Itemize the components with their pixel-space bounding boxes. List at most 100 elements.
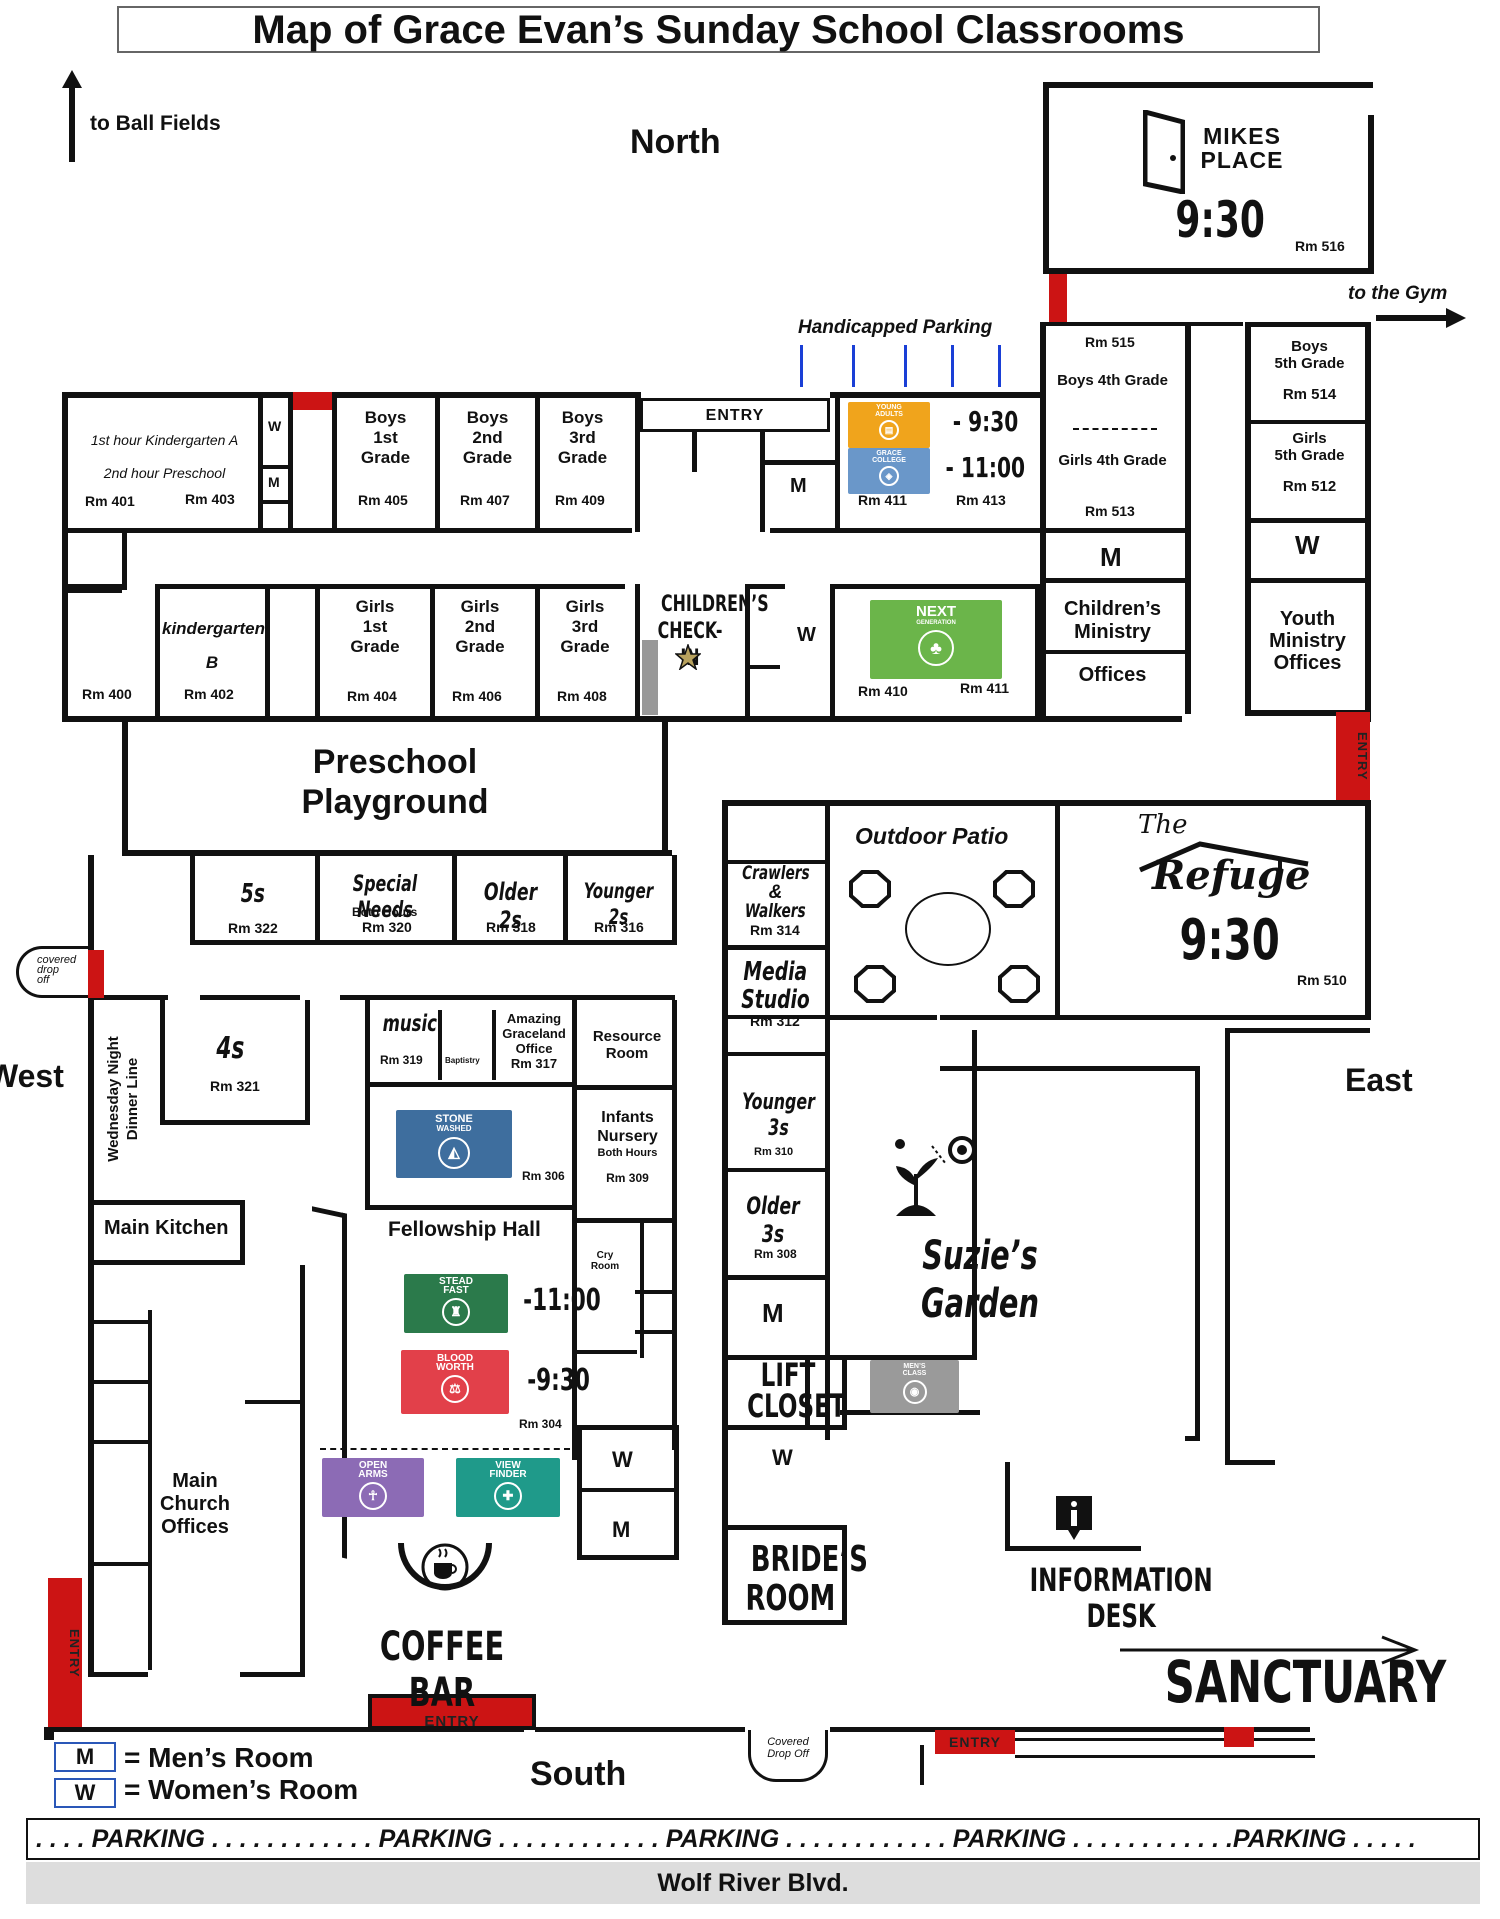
- young-adults-line2: ADULTS: [875, 411, 903, 418]
- rm-406: Rm 406: [452, 688, 502, 704]
- entry-north[interactable]: ENTRY: [705, 407, 765, 424]
- infants-line2: Nursery: [597, 1128, 658, 1145]
- room-older-2s: Older 2s: [458, 878, 563, 935]
- handicap-space-4: [951, 345, 954, 387]
- dropoff-south-line1: Covered: [767, 1736, 809, 1748]
- entry-south-east[interactable]: ENTRY: [935, 1730, 1015, 1754]
- offices-line2: Church: [160, 1493, 230, 1515]
- girls3-line2: 3rd: [571, 617, 599, 636]
- view-finder-line2: FINDER: [489, 1469, 527, 1480]
- next-generation-icon: ♣: [918, 630, 954, 666]
- view-finder-icon: ✚: [494, 1482, 522, 1510]
- older3s-name: Older 3s: [746, 1192, 800, 1248]
- girls1-line2: 1st: [362, 617, 388, 636]
- blood-worth-line2: WORTH: [436, 1362, 474, 1373]
- resource-line1: Resource: [592, 1028, 662, 1045]
- room-4s: 4s: [190, 1032, 270, 1066]
- entry-southwest[interactable]: ENTRY: [48, 1578, 82, 1728]
- fives-name: 5s: [240, 879, 265, 909]
- coffee-bar-text: COFFEE BAR: [379, 1624, 505, 1716]
- boys-3rd-grade: Boys 3rd Grade: [535, 408, 630, 468]
- room-5s: 5s: [195, 878, 310, 909]
- west-label: West: [0, 1058, 64, 1094]
- blood-worth-icon: ⚖: [441, 1375, 469, 1403]
- graceland-line2: Graceland: [502, 1026, 566, 1041]
- view-finder-badge: VIEW FINDER ✚: [456, 1458, 560, 1517]
- rm-306: Rm 306: [522, 1169, 565, 1183]
- girls5-line2: 5th Grade: [1274, 447, 1345, 464]
- rm-309: Rm 309: [606, 1171, 649, 1185]
- next-gen-line2: GENERATION: [916, 620, 956, 626]
- rm-319: Rm 319: [380, 1053, 423, 1067]
- divider-4th: [1073, 428, 1157, 430]
- restroom-w-512: W: [1295, 530, 1320, 560]
- patio-table-se-icon: [998, 965, 1040, 1003]
- legend-men-text: = Men’s Room: [124, 1742, 314, 1773]
- refuge-line2: Refuge: [1152, 852, 1311, 899]
- media-line1: Media: [743, 957, 808, 987]
- view-finder-line1: VIEW: [495, 1460, 521, 1471]
- sanctuary: SANCTUARY: [1110, 1650, 1447, 1715]
- handicap-space-3: [904, 345, 907, 387]
- rm-409: Rm 409: [555, 492, 605, 508]
- steadfast-icon: ♜: [442, 1298, 470, 1326]
- rm-312: Rm 312: [750, 1013, 800, 1029]
- boys3-line2: 3rd: [569, 428, 596, 447]
- grace-college-badge: GRACE COLLEGE ◈: [848, 448, 930, 494]
- main-kitchen: Main Kitchen: [104, 1217, 229, 1239]
- refuge-time-text: 9:30: [1179, 908, 1280, 973]
- suzies-garden-text: Suzie’s Garden: [921, 1233, 1039, 1327]
- kindergarten-a: 1st hour Kindergarten A 2nd hour Prescho…: [72, 424, 257, 490]
- suzies-garden: Suzie’s Garden: [860, 1232, 1100, 1328]
- girls1-line1: Girls: [355, 597, 395, 616]
- open-arms-badge: OPEN ARMS ☥: [322, 1458, 424, 1517]
- sanctuary-text: SANCTUARY: [1164, 1648, 1447, 1716]
- girls5-room: Rm 512: [1282, 478, 1337, 495]
- cry-room-line2: Room: [590, 1261, 620, 1272]
- rm-413: Rm 413: [956, 492, 1006, 508]
- crawlers-line2: &: [768, 882, 783, 903]
- mens-class-line2: CLASS: [902, 1370, 927, 1377]
- rm-411-top: Rm 411: [858, 492, 908, 508]
- cry-room: Cry Room: [587, 1250, 623, 1272]
- brides-line2: ROOM: [745, 1578, 836, 1619]
- girls-3rd-grade: Girls 3rd Grade: [535, 597, 635, 657]
- mikes-place-name: MIKES PLACE: [1197, 124, 1287, 172]
- patio-table-sw-icon: [854, 965, 896, 1003]
- rm-400: Rm 400: [82, 686, 132, 702]
- rm-320: Rm 320: [362, 919, 412, 935]
- entry-east[interactable]: ENTRY: [1336, 712, 1370, 800]
- check-in-gray-door: [642, 640, 658, 715]
- room-younger-3s: Younger 3s: [728, 1090, 823, 1142]
- older2s-name: Older 2s: [483, 878, 538, 934]
- information-desk: INFORMATION DESK: [994, 1562, 1213, 1634]
- kinderA-line1: 1st hour Kindergarten A: [90, 432, 239, 448]
- boys5-room: Rm 514: [1282, 386, 1337, 403]
- special-needs-sub: Both Hours: [352, 905, 418, 919]
- boys3-line3: Grade: [557, 448, 608, 467]
- entry-south-coffee[interactable]: ENTRY: [368, 1694, 536, 1730]
- younger3s-name: Younger 3s: [742, 1090, 815, 1141]
- kinderA-line2: 2nd hour Preschool: [103, 465, 226, 481]
- rm-322: Rm 322: [228, 920, 278, 936]
- stone-washed-line1: STONE: [435, 1113, 473, 1125]
- youth-ministry-line2: Ministry: [1269, 630, 1346, 652]
- restroom-m-north: M: [268, 474, 280, 490]
- rm-410: Rm 410: [858, 683, 908, 699]
- steadfast-badge: STEAD FAST ♜: [404, 1274, 508, 1333]
- next-generation-badge: NEXT GENERATION ♣: [870, 600, 1002, 679]
- kinderB-line1: kindergarten: [162, 619, 265, 638]
- time-930-fh-text: -9:30: [527, 1363, 590, 1398]
- kinderB-line2: B: [205, 653, 219, 672]
- girls-1st-grade: Girls 1st Grade: [325, 597, 425, 657]
- resource-line2: Room: [605, 1045, 649, 1062]
- next-gen-line1: NEXT: [915, 603, 956, 620]
- page-title: Map of Grace Evan’s Sunday School Classr…: [117, 6, 1320, 53]
- boys5-line1: Boys: [1291, 338, 1328, 355]
- restroom-m-513: M: [1100, 542, 1122, 572]
- room-special-needs: Special Needs: [320, 872, 450, 924]
- baptistry: Baptistry: [445, 1056, 480, 1065]
- rm-510: Rm 510: [1297, 972, 1347, 988]
- rm-401: Rm 401: [85, 493, 135, 509]
- youth-ministry-line3: Offices: [1273, 652, 1342, 674]
